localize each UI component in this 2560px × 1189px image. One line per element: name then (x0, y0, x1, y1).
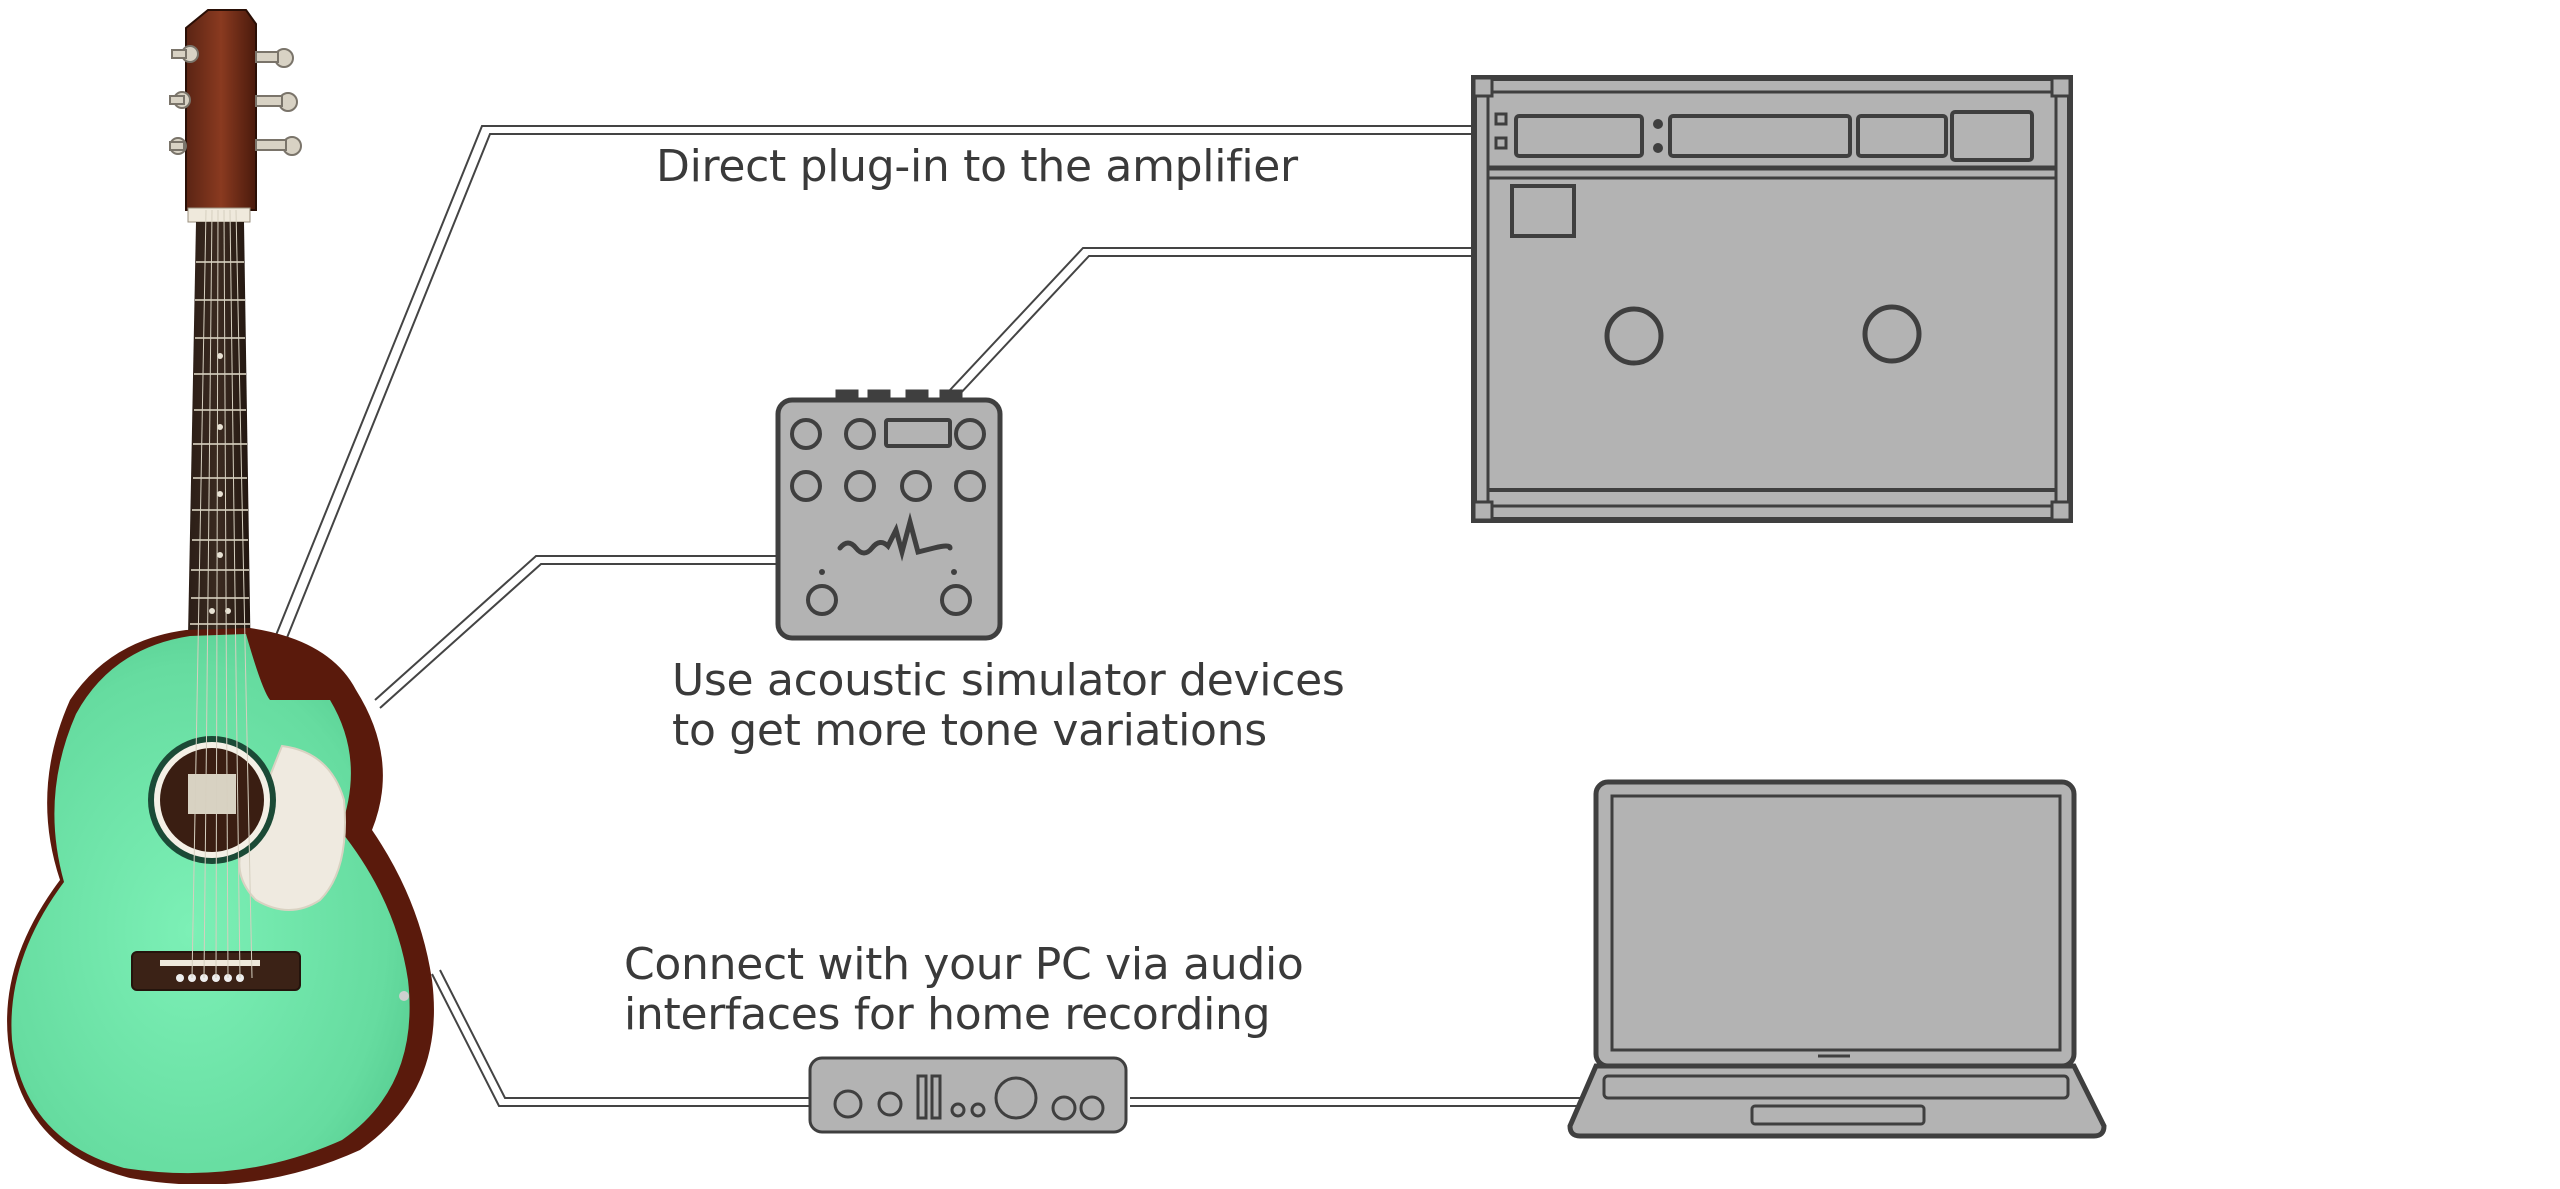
caption-acoustic-simulator: Use acoustic simulator devices to get mo… (672, 656, 1345, 756)
cable-guitar-to-interface (431, 969, 810, 1107)
amplifier-icon (1471, 75, 2073, 523)
acoustic-simulator-pedal-icon (775, 389, 1003, 641)
caption-direct-plug-in: Direct plug-in to the amplifier (656, 142, 1298, 192)
audio-interface-icon (808, 1056, 1128, 1134)
caption-line: interfaces for home recording (624, 989, 1271, 1040)
caption-line: Direct plug-in to the amplifier (656, 141, 1298, 192)
cable-guitar-to-amplifier (269, 125, 1474, 656)
caption-line: to get more tone variations (672, 705, 1267, 756)
caption-line: Use acoustic simulator devices (672, 655, 1345, 706)
acoustic-guitar-icon (7, 9, 434, 1185)
cable-interface-to-laptop (1130, 1097, 1590, 1107)
caption-line: Connect with your PC via audio (624, 939, 1304, 990)
laptop-icon (1567, 779, 2107, 1139)
cable-pedal-to-amplifier (949, 247, 1474, 397)
cable-guitar-to-pedal (374, 555, 780, 709)
caption-pc-recording: Connect with your PC via audio interface… (624, 940, 1304, 1040)
